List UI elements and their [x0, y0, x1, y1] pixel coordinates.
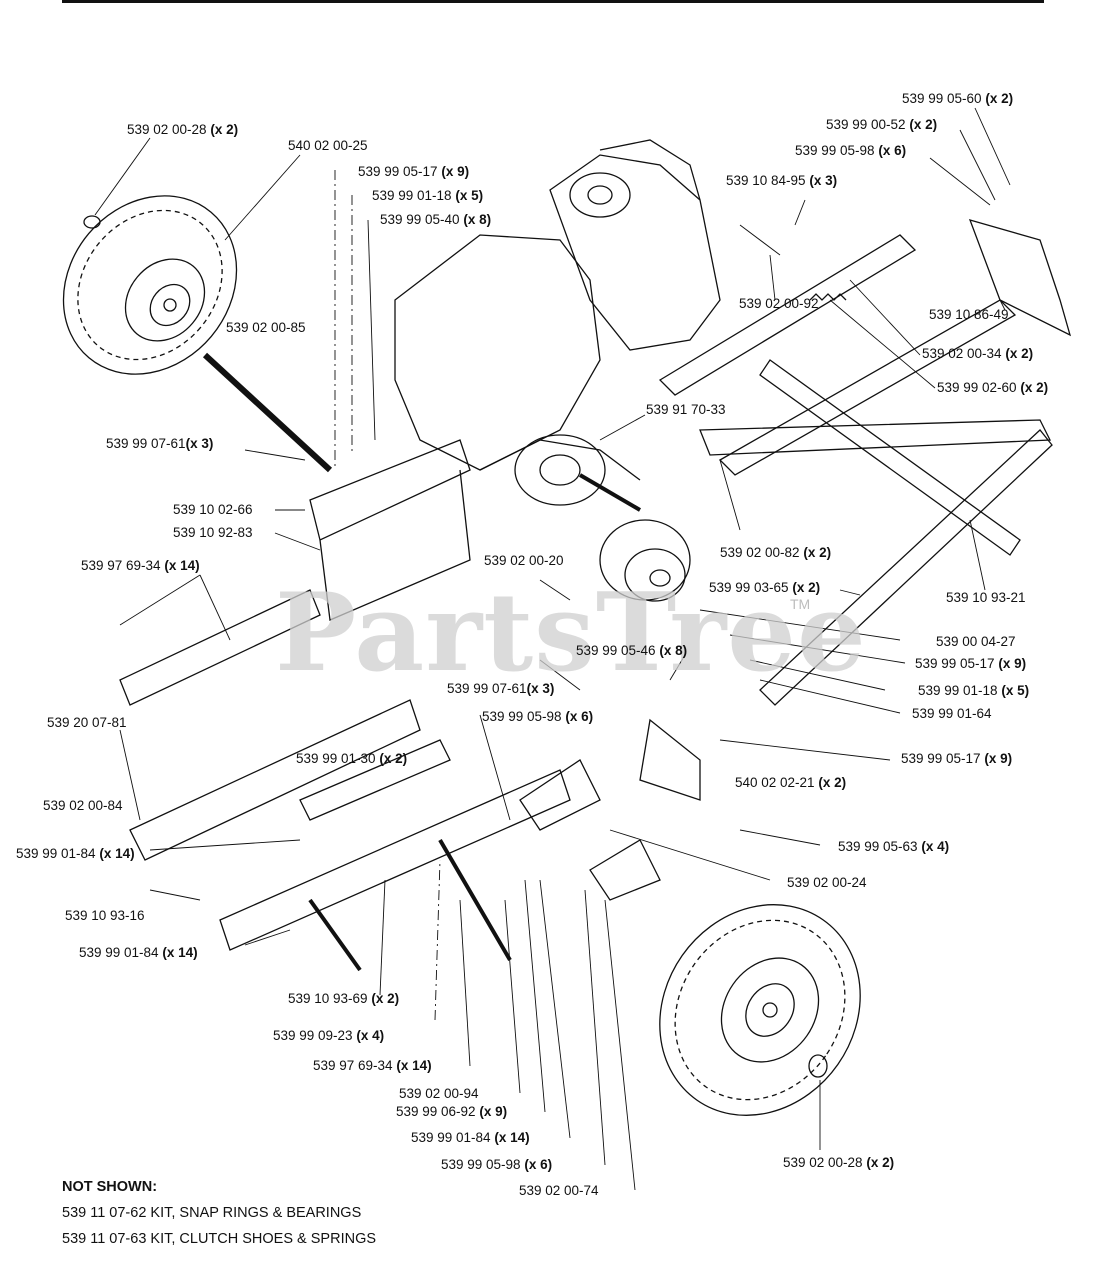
part-label: 539 99 05-60 (x 2)	[902, 91, 1014, 106]
part-label: 539 99 09-23 (x 4)	[273, 1028, 385, 1043]
part-label: 539 10 93-69 (x 2)	[288, 991, 400, 1006]
part-label: 539 99 01-30 (x 2)	[296, 751, 408, 766]
part-label: 539 10 02-66	[173, 502, 253, 517]
not-shown-item: 539 11 07-63 KIT, CLUTCH SHOES & SPRINGS	[62, 1231, 377, 1247]
front-tire-right	[659, 904, 861, 1116]
not-shown-notes: NOT SHOWN: 539 11 07-62 KIT, SNAP RINGS …	[62, 1174, 376, 1252]
part-label: 539 99 06-92 (x 9)	[396, 1104, 508, 1119]
part-label: 540 02 02-21 (x 2)	[735, 775, 847, 790]
part-label: 539 02 00-28 (x 2)	[127, 122, 239, 137]
part-label: 539 99 01-18 (x 5)	[918, 683, 1030, 698]
part-label: 539 99 05-40 (x 8)	[380, 212, 492, 227]
part-label: 539 02 00-24	[787, 875, 867, 890]
part-label: 539 02 00-34 (x 2)	[922, 346, 1034, 361]
spring	[809, 293, 847, 301]
main-frame	[119, 439, 571, 951]
part-label: 539 99 00-52 (x 2)	[826, 117, 938, 132]
part-label: 539 99 05-17 (x 9)	[915, 656, 1027, 671]
part-label: 539 99 05-98 (x 6)	[795, 143, 907, 158]
part-label: 539 99 05-17 (x 9)	[901, 751, 1013, 766]
part-label: 540 02 00-25	[288, 138, 368, 153]
part-label: 539 91 70-33	[646, 402, 726, 417]
part-label: 539 99 03-65 (x 2)	[709, 580, 821, 595]
part-label: 539 10 93-16	[65, 908, 145, 923]
part-label: 539 02 00-94	[399, 1086, 479, 1101]
not-shown-item: 539 11 07-62 KIT, SNAP RINGS & BEARINGS	[62, 1205, 362, 1221]
part-label: 539 97 69-34 (x 14)	[313, 1058, 432, 1073]
part-label: 539 97 69-34 (x 14)	[81, 558, 200, 573]
part-label: 539 99 07-61(x 3)	[106, 436, 214, 451]
part-label: 539 99 01-18 (x 5)	[372, 188, 484, 203]
part-label: 539 02 00-84	[43, 798, 123, 813]
part-label: 539 10 86-49	[929, 307, 1009, 322]
leader-lines	[94, 107, 1011, 1191]
upper-rails	[658, 234, 1053, 706]
part-label: 539 02 00-20	[484, 553, 564, 568]
bracket-plate	[968, 219, 1072, 337]
engine	[394, 139, 721, 512]
part-label: 539 02 00-82 (x 2)	[720, 545, 832, 560]
not-shown-heading: NOT SHOWN:	[62, 1179, 158, 1195]
part-label: 539 99 05-17 (x 9)	[358, 164, 470, 179]
part-label: 539 99 07-61(x 3)	[447, 681, 555, 696]
part-label: 539 02 00-74	[519, 1183, 599, 1198]
part-label: 539 99 05-46 (x 8)	[576, 643, 688, 658]
part-label: 539 10 92-83	[173, 525, 253, 540]
top-rule	[62, 0, 1044, 3]
rear-tire-left	[62, 195, 238, 375]
watermark-tm: TM	[790, 596, 811, 612]
part-label: 539 02 00-92	[739, 296, 819, 311]
support-leg	[438, 838, 512, 962]
axle	[202, 352, 333, 473]
part-label: 539 10 84-95 (x 3)	[726, 173, 838, 188]
part-label: 539 99 01-84 (x 14)	[79, 945, 198, 960]
part-label: 539 99 01-64	[912, 706, 992, 721]
part-label: 539 99 05-98 (x 6)	[441, 1157, 553, 1172]
watermark-text: PartsTree	[275, 570, 867, 696]
part-label: 539 10 93-21	[946, 590, 1026, 605]
part-label: 539 99 05-63 (x 4)	[838, 839, 950, 854]
pulley	[599, 519, 691, 602]
part-label: 539 99 05-98 (x 6)	[482, 709, 594, 724]
part-label: 539 99 01-84 (x 14)	[411, 1130, 530, 1145]
part-label: 539 02 00-28 (x 2)	[783, 1155, 895, 1170]
part-label: 539 02 00-85	[226, 320, 306, 335]
part-label: 539 99 02-60 (x 2)	[937, 380, 1049, 395]
part-label: 539 20 07-81	[47, 715, 127, 730]
wheel-mount	[519, 718, 701, 901]
part-label: 539 00 04-27	[936, 634, 1016, 649]
part-label: 539 99 01-84 (x 14)	[16, 846, 135, 861]
